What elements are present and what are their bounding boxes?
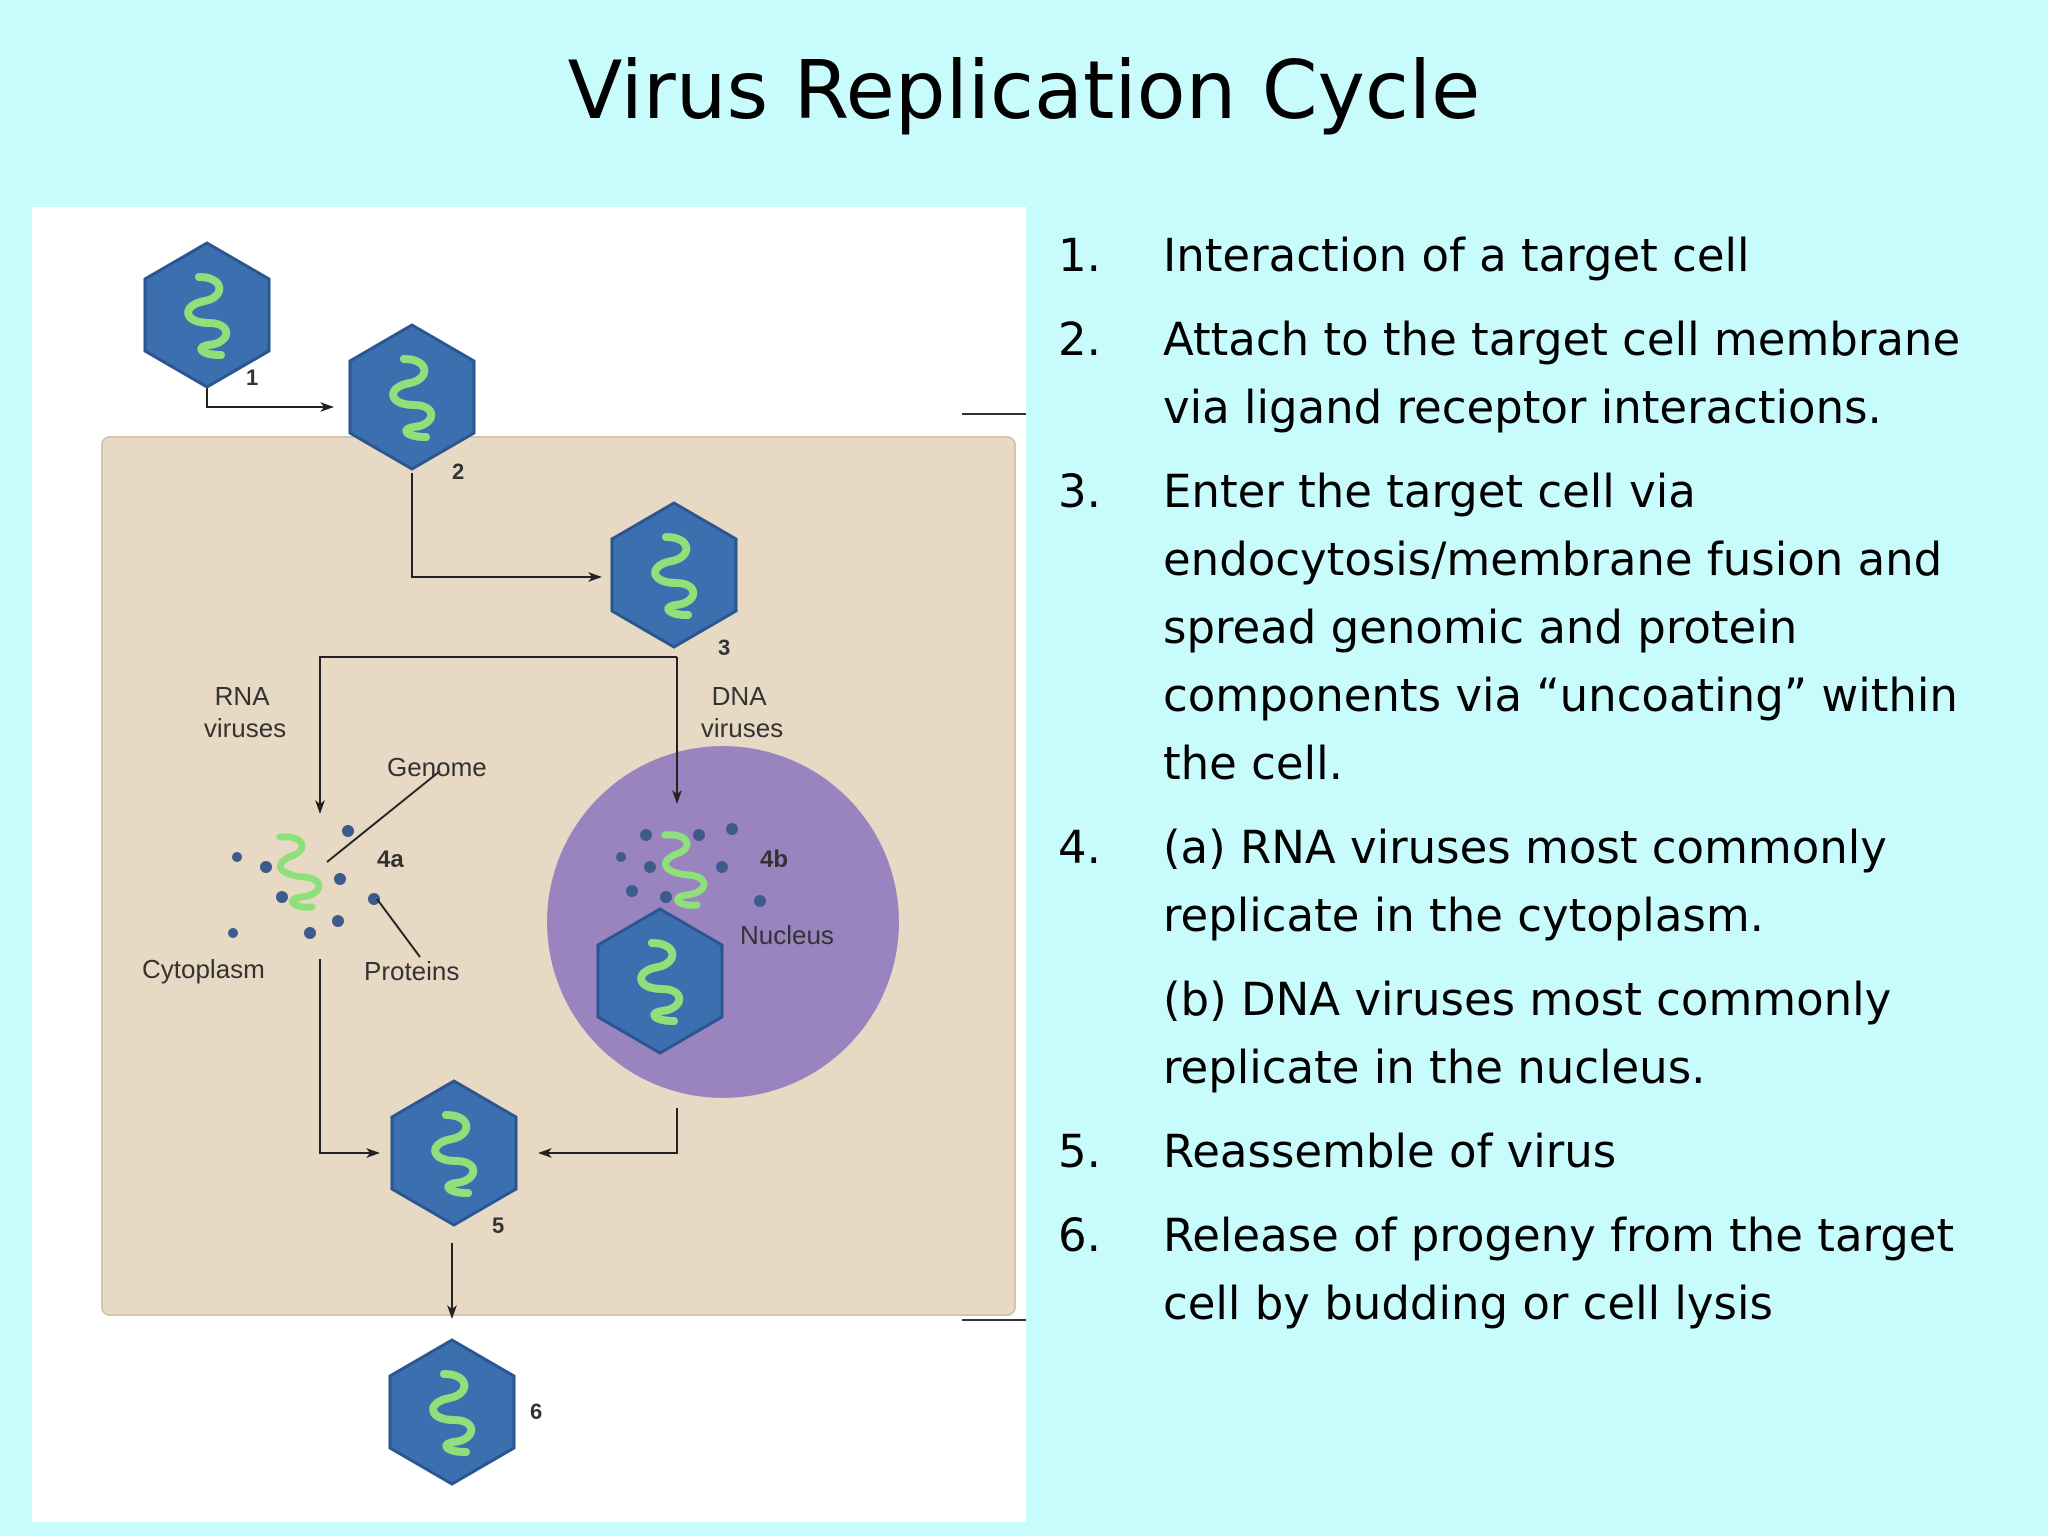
step-item-2: 2. Attach to the target cell membrane vi… [1058, 306, 2018, 442]
label-cytoplasm: Cytoplasm [142, 954, 265, 984]
step-number: 2. [1058, 313, 1101, 366]
diagram-svg: RNA viruses DNA viruses Genome Cytoplasm… [101, 207, 1026, 1522]
step-text: Interaction of a target cell [1163, 229, 1750, 282]
step-text: Reassemble of virus [1163, 1125, 1617, 1178]
step-text: Enter the target cell via endocytosis/me… [1163, 465, 1958, 790]
step-num-3: 3 [718, 635, 730, 660]
step-num-4a: 4a [377, 846, 404, 873]
genome-4b [661, 831, 708, 909]
step-text-a: (a) RNA viruses most commonly replicate … [1163, 821, 1887, 942]
replication-diagram: RNA viruses DNA viruses Genome Cytoplasm… [32, 207, 1026, 1522]
step-item-1: 1. Interaction of a target cell [1058, 222, 2018, 290]
label-dna-viruses: DNA viruses [701, 681, 783, 743]
step-number: 1. [1058, 229, 1101, 282]
step-item-6: 6. Release of progeny from the target ce… [1058, 1202, 2018, 1338]
label-nucleus: Nucleus [740, 920, 834, 950]
virion-6 [390, 1340, 514, 1484]
step-item-4: 4. (a) RNA viruses most commonly replica… [1058, 814, 2018, 1102]
step-num-4b: 4b [760, 846, 788, 873]
step-item-3: 3. Enter the target cell via endocytosis… [1058, 458, 2018, 798]
proteins-4a [228, 825, 380, 939]
nucleus [547, 746, 899, 1098]
label-proteins: Proteins [364, 956, 459, 986]
label-genome: Genome [387, 752, 487, 782]
step-number: 6. [1058, 1209, 1101, 1262]
step-item-5: 5. Reassemble of virus [1058, 1118, 2018, 1186]
step-number: 4. [1058, 821, 1101, 874]
step-text: Release of progeny from the target cell … [1163, 1209, 1955, 1330]
step-number: 3. [1058, 465, 1101, 518]
genome-4a [276, 833, 323, 911]
step-number: 5. [1058, 1125, 1101, 1178]
slide-title: Virus Replication Cycle [567, 44, 1481, 137]
steps-list: 1. Interaction of a target cell 2. Attac… [1058, 222, 2018, 1354]
step-text-b: (b) DNA viruses most commonly replicate … [1163, 973, 1892, 1094]
step-num-2: 2 [452, 459, 464, 484]
label-rna-viruses: RNA viruses [204, 681, 286, 743]
step-num-5: 5 [492, 1213, 504, 1238]
step-num-1: 1 [246, 365, 258, 390]
step-text: Attach to the target cell membrane via l… [1163, 313, 1961, 434]
proteins-4b [616, 823, 766, 907]
step-num-6: 6 [530, 1399, 542, 1424]
